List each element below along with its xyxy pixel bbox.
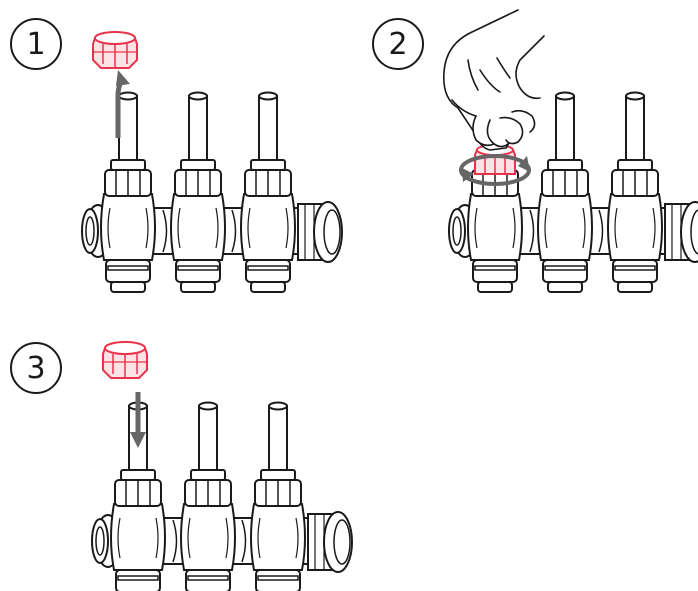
protective-cap-icon xyxy=(93,32,137,68)
hand-icon xyxy=(444,10,544,150)
manifold-icon xyxy=(82,93,342,293)
protective-cap-icon xyxy=(103,342,147,378)
manifold-icon xyxy=(92,403,352,591)
